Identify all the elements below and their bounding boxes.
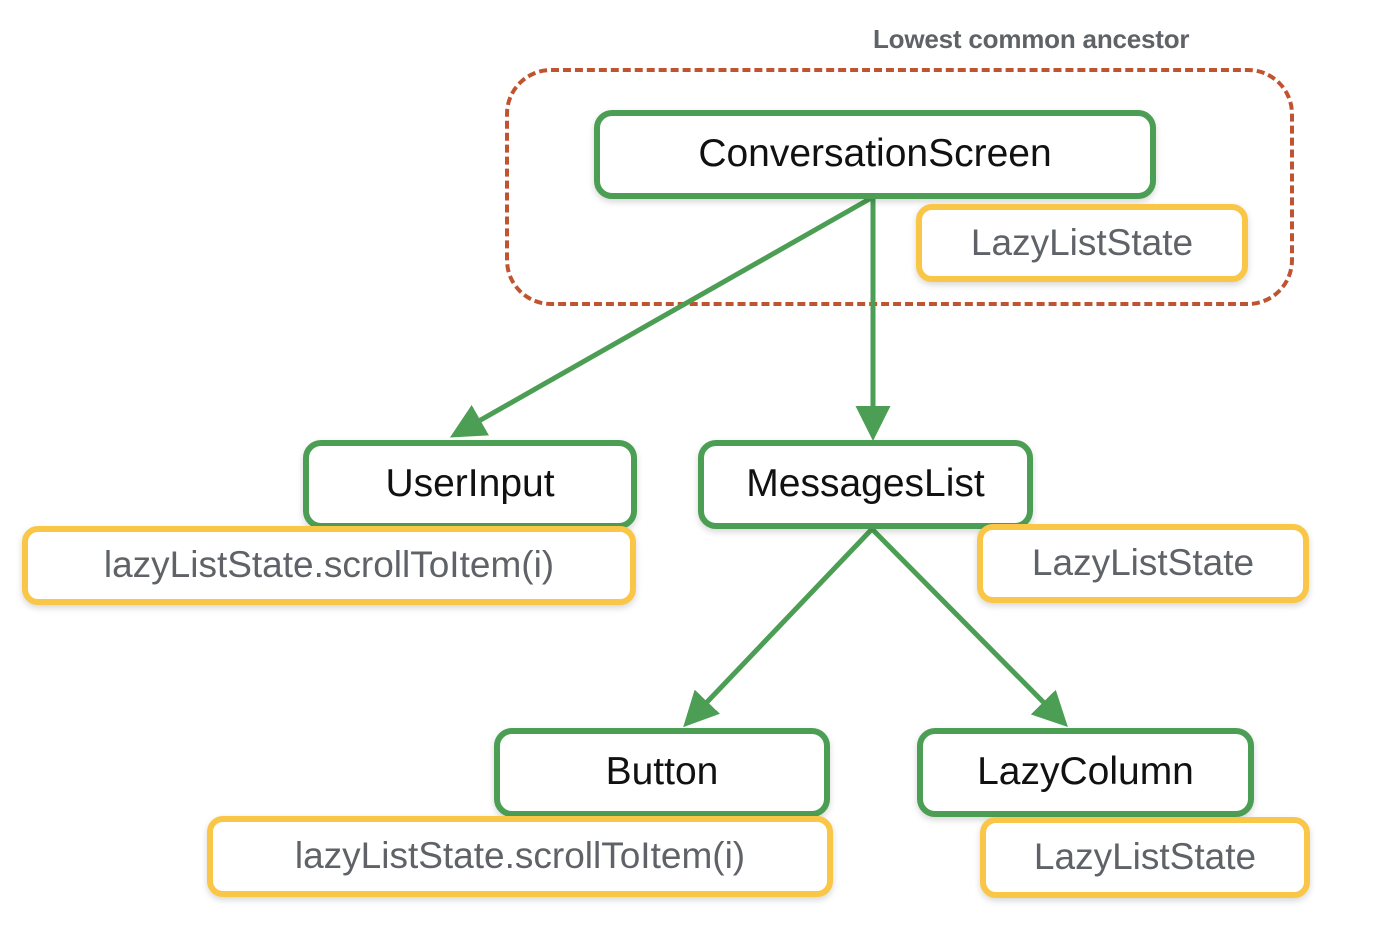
- node-button-state[interactable]: lazyListState.scrollToItem(i): [207, 816, 833, 897]
- node-conversation-screen-label: ConversationScreen: [698, 132, 1052, 175]
- node-messages-list-state[interactable]: LazyListState: [977, 524, 1309, 603]
- node-user-input[interactable]: UserInput: [303, 440, 637, 529]
- node-user-input-state-label: lazyListState.scrollToItem(i): [103, 544, 555, 585]
- node-conversation-screen[interactable]: ConversationScreen: [594, 110, 1156, 199]
- edge-messageslist-button: [683, 527, 874, 728]
- lowest-common-ancestor-label: Lowest common ancestor: [873, 24, 1190, 54]
- node-conversation-screen-state[interactable]: LazyListState: [916, 204, 1248, 282]
- node-user-input-label: UserInput: [385, 462, 555, 505]
- node-lazy-column[interactable]: LazyColumn: [917, 728, 1254, 817]
- node-messages-list-label: MessagesList: [746, 462, 985, 505]
- node-button-state-label: lazyListState.scrollToItem(i): [294, 835, 746, 876]
- node-user-input-state[interactable]: lazyListState.scrollToItem(i): [22, 526, 636, 605]
- node-button[interactable]: Button: [494, 728, 830, 817]
- node-lazy-column-state[interactable]: LazyListState: [980, 817, 1310, 898]
- node-lazy-column-state-label: LazyListState: [1033, 836, 1257, 877]
- node-messages-list[interactable]: MessagesList: [698, 440, 1033, 529]
- node-button-label: Button: [605, 750, 719, 793]
- node-lazy-column-label: LazyColumn: [977, 750, 1194, 793]
- node-messages-list-state-label: LazyListState: [1031, 542, 1255, 583]
- lowest-common-ancestor-region: [505, 68, 1294, 306]
- node-conversation-screen-state-label: LazyListState: [970, 221, 1194, 263]
